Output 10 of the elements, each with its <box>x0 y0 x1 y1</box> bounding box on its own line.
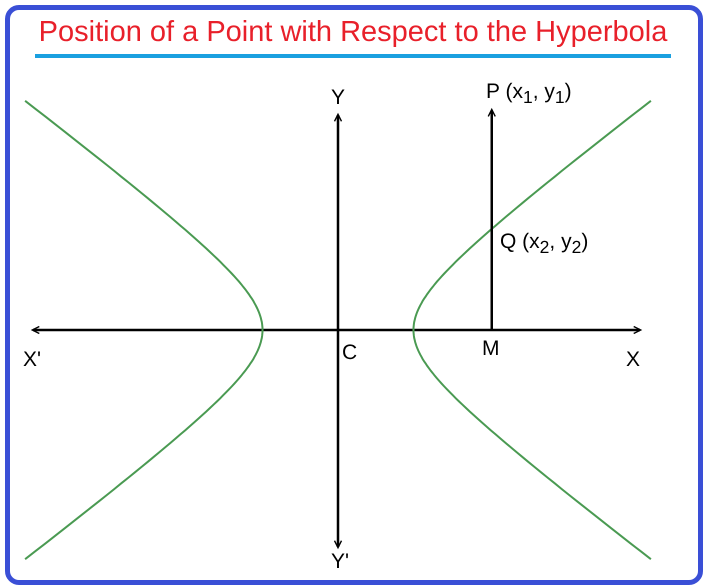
arrow <box>488 108 496 330</box>
axis-label: Y <box>331 86 346 110</box>
axis-label: Y' <box>331 550 350 574</box>
point-label: P (x$_{1}$, y$_{1}$) <box>486 80 572 110</box>
title: Position of a Point with Respect to the Hyperbola <box>38 15 668 50</box>
point-label: Q (x$_{2}$, y$_{2}$) <box>500 230 588 260</box>
axis-label: X' <box>23 348 42 372</box>
axis-label: X <box>626 348 640 372</box>
point-label: M <box>482 337 500 361</box>
point-label: C <box>342 341 358 365</box>
